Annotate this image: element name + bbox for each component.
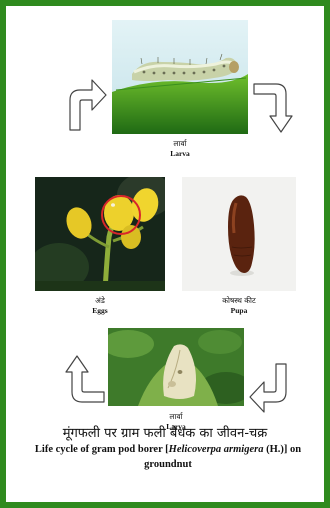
larva-top-label-english: Larva [130, 149, 230, 159]
title-english-species: Helicoverpa armigera [169, 444, 264, 455]
adult-moth-photo [108, 328, 244, 406]
eggs-label-hindi: अंडे [50, 296, 150, 306]
arrow-right-down-icon [252, 80, 294, 136]
larva-top-caption: लार्वा Larva [130, 139, 230, 159]
adult-label-hindi: लार्वा [126, 412, 226, 422]
pupa-photo [182, 177, 296, 291]
eggs-label-english: Eggs [50, 306, 150, 316]
pupa-caption: कोषस्थ कीट Pupa [189, 296, 289, 316]
title-english-prefix: Life cycle of gram pod borer [ [35, 444, 169, 455]
arrow-up-right-icon [66, 76, 108, 132]
eggs-photo [35, 177, 165, 291]
title-hindi: मूंगफली पर ग्राम फली बेधक का जीवन-चक्र [8, 423, 322, 441]
arrow-down-left-icon [248, 362, 290, 414]
arrow-left-up-icon [64, 352, 106, 406]
eggs-caption: अंडे Eggs [50, 296, 150, 316]
larva-photo [112, 20, 248, 134]
larva-top-label-hindi: लार्वा [130, 139, 230, 149]
pupa-label-english: Pupa [189, 306, 289, 316]
pupa-label-hindi: कोषस्थ कीट [189, 296, 289, 306]
title-english: Life cycle of gram pod borer [Helicoverp… [22, 442, 314, 472]
